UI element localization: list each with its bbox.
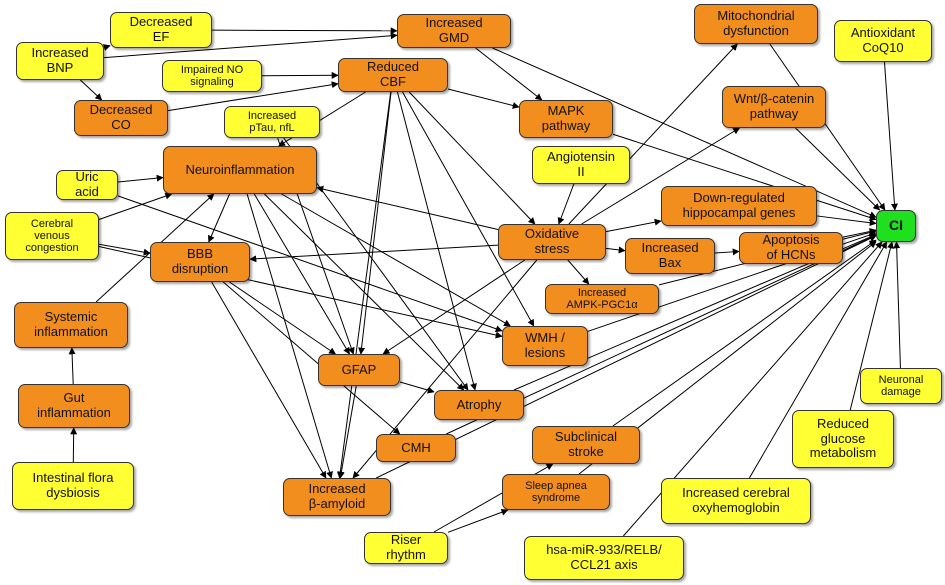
edge-incBA-to-ci xyxy=(375,235,877,479)
node-gfap: GFAP xyxy=(318,354,400,386)
edge-mapk-to-ci xyxy=(612,133,877,221)
edge-redCBF-to-incBA xyxy=(336,91,392,479)
edge-subcl-to-ci xyxy=(612,239,877,427)
node-mirna: hsa-miR-933/RELB/ CCL21 axis xyxy=(524,536,684,580)
edge-gutinf-to-sysinf xyxy=(68,347,76,385)
node-decEF: Decreased EF xyxy=(110,12,212,48)
edge-wnt-to-ci xyxy=(795,127,881,211)
edge-neuroinf-to-bbb xyxy=(207,193,231,243)
node-ampk: Increased AMPK-PGC1α xyxy=(545,284,659,314)
node-apop: Apoptosis of HCNs xyxy=(739,232,843,264)
node-subcl: Subclinical stroke xyxy=(532,426,640,464)
node-ci: CI xyxy=(876,210,916,242)
edge-incBNP-to-decCO xyxy=(79,79,103,101)
node-wmh: WMH / lesions xyxy=(502,326,588,366)
edge-riser-to-sleep xyxy=(447,508,509,533)
edge-apop-to-ci xyxy=(842,228,877,238)
node-redGluc: Reduced glucose metabolism xyxy=(792,410,894,468)
node-bax: Increased Bax xyxy=(625,238,715,274)
edge-incBNP-to-decEF xyxy=(102,44,111,51)
edge-redGluc-to-ci xyxy=(849,241,894,411)
edge-downHip-to-ci xyxy=(816,215,877,227)
node-redCBF: Reduced CBF xyxy=(338,58,448,92)
node-sleep: Sleep apnea syndrome xyxy=(502,474,610,510)
node-neuroinf: Neuroinflammation xyxy=(163,146,317,194)
node-mapk: MAPK pathway xyxy=(519,100,613,138)
edge-neuroinf-to-gfap xyxy=(253,193,350,355)
edge-uric-to-neuroinf xyxy=(117,174,164,183)
edge-cvc-to-neuroinf xyxy=(98,192,173,220)
edge-decCO-to-redCBF xyxy=(167,81,339,112)
edge-oxs-to-neuroinf xyxy=(316,185,499,231)
node-incPTau: Increased pTau, nfL xyxy=(224,106,320,138)
edge-redCBF-to-gfap xyxy=(358,91,392,355)
node-incBNP: Increased BNP xyxy=(16,42,104,80)
node-atrophy: Atrophy xyxy=(434,390,524,420)
node-uric: Uric acid xyxy=(56,170,118,200)
node-oxyhb: Increased cerebral oxyhemoglobin xyxy=(661,478,811,524)
node-mito: Mitochondrial dysfunction xyxy=(694,4,818,44)
edge-angII-to-oxs xyxy=(557,183,575,225)
edge-bax-to-apop xyxy=(714,248,740,256)
node-intFlora: Intestinal flora dysbiosis xyxy=(12,462,134,510)
edge-redCBF-to-wmh xyxy=(402,91,535,327)
edge-bbb-to-cmh xyxy=(222,281,401,435)
node-downHip: Down-regulated hippocampal genes xyxy=(661,186,817,226)
edge-uric-to-wmh xyxy=(117,195,503,333)
node-decCO: Decreased CO xyxy=(74,100,168,136)
edge-neurDam-to-ci xyxy=(893,241,901,369)
edge-incBNP-to-incGMD xyxy=(103,32,398,59)
edge-bbb-to-gfap xyxy=(229,281,337,355)
edge-gfap-to-incBA xyxy=(337,385,357,479)
edge-coq10-to-ci xyxy=(883,61,898,211)
node-angII: Angiotensin II xyxy=(532,146,630,184)
edge-neuroinf-to-wmh xyxy=(281,193,511,327)
node-incGMD: Increased GMD xyxy=(397,14,511,48)
edge-neuroinf-to-atrophy xyxy=(264,193,465,391)
edge-incGMD-to-mapk xyxy=(475,47,543,101)
edge-oxs-to-downHip xyxy=(605,218,662,233)
edge-decEF-to-incGMD xyxy=(211,27,398,35)
node-wnt: Wnt/β-catenin pathway xyxy=(722,86,826,128)
edge-cvc-to-bbb xyxy=(98,243,151,256)
node-impNO: Impaired NO signaling xyxy=(162,60,262,92)
edge-oxs-to-mito xyxy=(568,43,738,225)
edge-redCBF-to-mapk xyxy=(447,88,520,109)
edge-oxs-to-bax xyxy=(605,246,626,254)
edge-neuroinf-to-incBA xyxy=(246,193,333,479)
node-gutinf: Gut inflammation xyxy=(18,384,130,428)
node-cvc: Cerebral venous congestion xyxy=(5,212,99,260)
edge-oxs-to-wnt xyxy=(581,127,741,225)
node-coq10: Antioxidant CoQ10 xyxy=(834,20,932,62)
edge-gfap-to-atrophy xyxy=(399,381,435,394)
node-riser: Riser rhythm xyxy=(364,532,448,564)
edge-redCBF-to-oxs xyxy=(408,91,536,225)
node-cmh: CMH xyxy=(376,434,456,462)
edge-bbb-to-incBA xyxy=(211,281,327,479)
edge-oxs-to-ampk xyxy=(567,259,590,285)
node-bbb: BBB disruption xyxy=(150,242,250,282)
node-incBA: Increased β-amyloid xyxy=(283,478,391,516)
node-sysinf: Systemic inflammation xyxy=(14,302,128,348)
edge-mito-to-ci xyxy=(769,43,886,211)
node-oxs: Oxidative stress xyxy=(498,224,606,260)
edge-redCBF-to-atrophy xyxy=(396,91,477,391)
edge-oxs-to-gfap xyxy=(382,259,526,355)
edge-oxyhb-to-ci xyxy=(748,241,888,479)
node-neurDam: Neuronal damage xyxy=(860,368,942,404)
